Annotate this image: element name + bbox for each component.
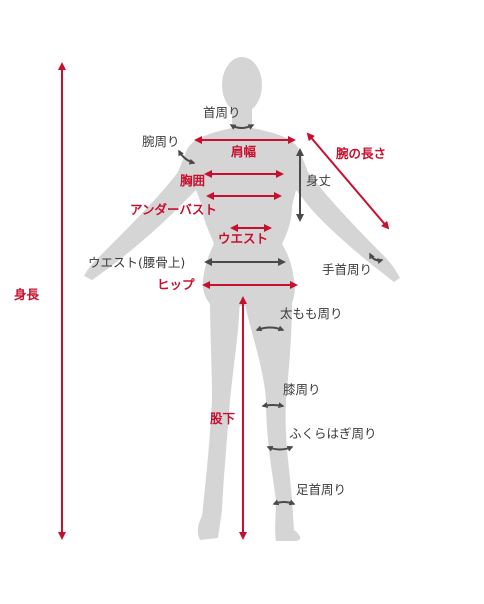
measurement-marks <box>58 62 390 540</box>
label-ankle: 足首周り <box>296 482 347 497</box>
label-arm-length: 腕の長さ <box>336 146 387 161</box>
label-knee: 膝周り <box>283 382 321 397</box>
label-chest: 胸囲 <box>180 173 206 188</box>
thigh-arrow <box>255 325 285 332</box>
label-upper-arm: 腕周り <box>142 134 180 149</box>
label-underbust: アンダーバスト <box>130 202 217 217</box>
label-body-length: 身丈 <box>306 173 332 188</box>
mannequin-silhouette <box>84 57 400 541</box>
neck-arrow <box>229 124 255 130</box>
label-height: 身長 <box>14 287 40 302</box>
label-shoulder-width: 肩幅 <box>231 144 257 159</box>
label-wrist: 手首周り <box>322 262 373 277</box>
ankle-arrow <box>272 499 296 506</box>
wrist-arrow <box>369 252 384 264</box>
upper-arm-arrow <box>178 149 196 165</box>
label-thigh: 太もも周り <box>280 306 343 321</box>
label-inseam: 股下 <box>210 411 236 426</box>
arm-length-arrow <box>306 132 390 230</box>
calf-arrow <box>266 445 294 452</box>
label-calf: ふくらはぎ周り <box>289 426 377 441</box>
label-waist: ウエスト <box>218 231 269 246</box>
label-neck: 首周り <box>203 105 241 120</box>
knee-arrow <box>261 402 285 409</box>
label-hip: ヒップ <box>157 277 195 292</box>
label-waist-hip-bone: ウエスト(腰骨上) <box>88 255 186 270</box>
